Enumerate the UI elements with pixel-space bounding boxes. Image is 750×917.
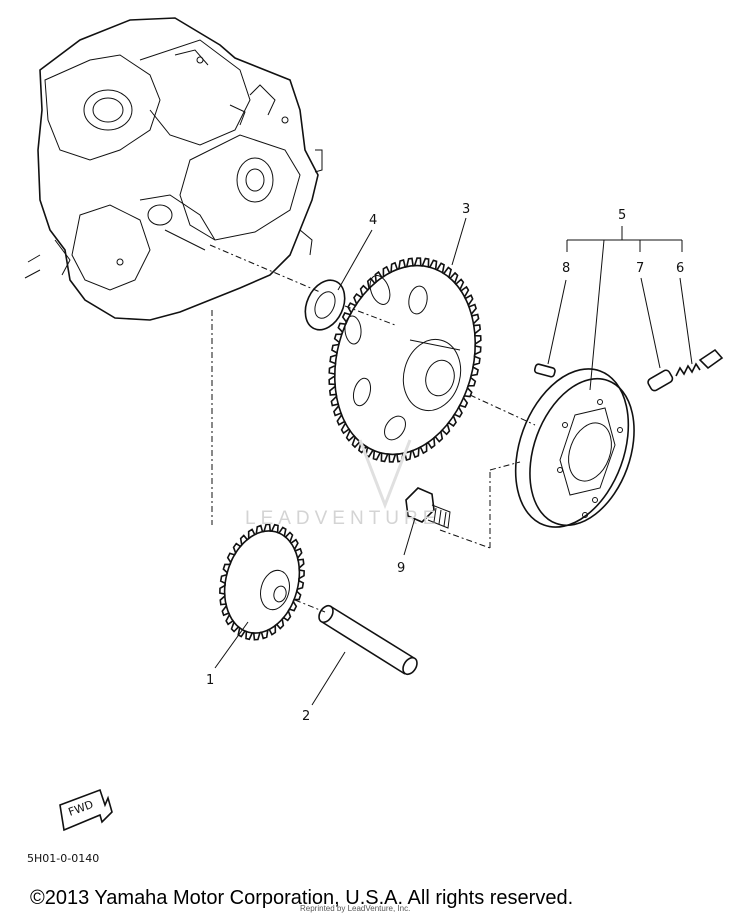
leader-lines [214, 217, 693, 706]
diagram-reference-code: 5H01-0-0140 [27, 852, 99, 865]
gear-tooth-profile [328, 257, 482, 463]
callout-9: 9 [397, 561, 405, 576]
callout-5: 5 [618, 208, 626, 223]
callout-1: 1 [206, 673, 214, 688]
gear-tooth-profile [219, 523, 305, 641]
callout-7: 7 [636, 261, 644, 276]
bolt-part-9[interactable] [405, 487, 451, 529]
starter-clutch-part-5[interactable] [495, 353, 653, 543]
fwd-arrow-icon: FWD [59, 788, 113, 832]
gear-teeth [328, 257, 482, 463]
callout-4: 4 [369, 213, 377, 228]
copyright-notice: ©2013 Yamaha Motor Corporation, U.S.A. A… [30, 887, 573, 909]
idler-gear-part-1[interactable] [214, 522, 310, 641]
callout-8: 8 [562, 261, 570, 276]
reprint-note: Reprinted by LeadVenture, Inc. [300, 904, 410, 913]
shaft-part-2[interactable] [316, 603, 420, 677]
assembly-lines [209, 244, 536, 613]
watermark: LEADVENTURE [245, 439, 440, 529]
watermark-text: LEADVENTURE [245, 508, 440, 529]
starter-wheel-gear-part-3[interactable] [314, 250, 495, 471]
gear-teeth [219, 523, 305, 641]
plunger-part-7[interactable] [647, 369, 674, 392]
callout-3: 3 [462, 202, 470, 217]
engine-crankcase [24, 17, 323, 321]
callouts: 4 3 5 8 7 6 9 1 2 [206, 202, 684, 724]
callout-2: 2 [302, 709, 310, 724]
washer-part-4[interactable] [298, 274, 353, 336]
callout-6: 6 [676, 261, 684, 276]
spring-part-6[interactable] [675, 348, 724, 377]
roller-part-8[interactable] [533, 363, 556, 378]
